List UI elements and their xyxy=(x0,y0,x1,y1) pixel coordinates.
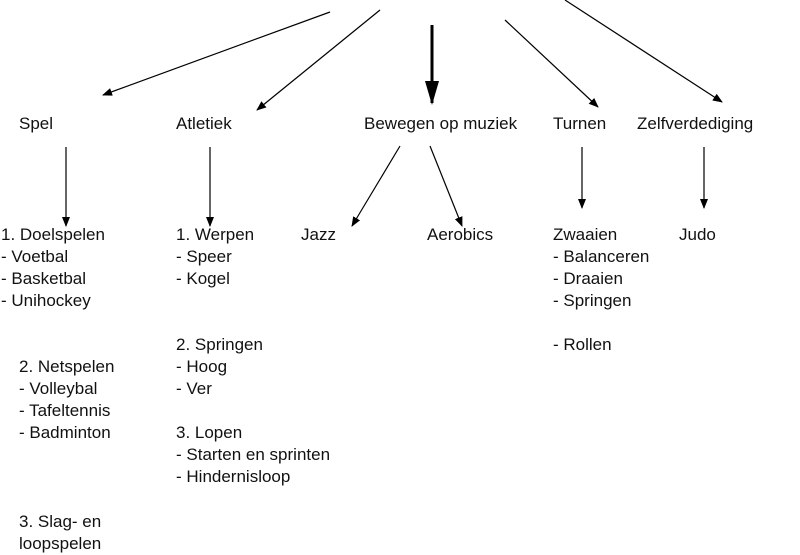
aerobics-label: Aerobics xyxy=(427,225,494,244)
slagspelen-title-line1: 3. Slag- en xyxy=(19,512,102,531)
list-item: - Unihockey xyxy=(1,291,91,310)
category-atletiek: Atletiek xyxy=(176,114,232,133)
zwaaien-title: Zwaaien xyxy=(553,225,618,244)
werpen-list: 1. Werpen - Speer - Kogel xyxy=(176,224,254,290)
springen-title: 2. Springen xyxy=(176,335,263,354)
judo-label: Judo xyxy=(679,225,716,244)
list-item: - Rollen xyxy=(553,335,612,354)
slagspelen-list: 3. Slag- en loopspelen xyxy=(19,511,101,555)
netspelen-list: 2. Netspelen - Volleybal - Tafeltennis -… xyxy=(19,356,114,444)
list-item: - Tafeltennis xyxy=(19,401,111,420)
list-item: - Balanceren xyxy=(553,247,650,266)
category-zelfverdediging: Zelfverdediging xyxy=(637,114,754,133)
list-item: - Badminton xyxy=(19,423,111,442)
category-spel: Spel xyxy=(19,114,54,133)
slagspelen-title-line2: loopspelen xyxy=(19,534,102,553)
list-item: - Hindernisloop xyxy=(176,467,291,486)
list-item: - Springen xyxy=(553,291,632,310)
arrow-muziek-to-aerobics xyxy=(429,145,463,227)
list-item: - Volleybal xyxy=(19,379,98,398)
list-item: - Hoog xyxy=(176,357,228,376)
list-item: - Ver xyxy=(176,379,212,398)
list-item: - Draaien xyxy=(553,269,623,288)
list-item: - Speer xyxy=(176,247,232,266)
list-item: - Starten en sprinten xyxy=(176,445,331,464)
netspelen-title: 2. Netspelen xyxy=(19,357,115,376)
arrow-root-to-spel xyxy=(102,11,331,96)
list-item: - Kogel xyxy=(176,269,230,288)
springen-list: 2. Springen - Hoog - Ver xyxy=(176,334,263,400)
lopen-list: 3. Lopen - Starten en sprinten - Hindern… xyxy=(176,422,330,488)
arrow-root-to-turnen xyxy=(504,19,599,108)
spel-list: 1. Doelspelen - Voetbal - Basketbal - Un… xyxy=(1,224,105,312)
arrow-root-to-atletiek xyxy=(256,9,381,111)
arrow-root-to-zelfverdediging xyxy=(564,0,723,103)
list-item: - Voetbal xyxy=(1,247,69,266)
category-turnen: Turnen xyxy=(553,114,607,133)
lopen-title: 3. Lopen xyxy=(176,423,243,442)
jazz-label: Jazz xyxy=(301,225,336,244)
arrow-muziek-to-jazz xyxy=(351,145,401,227)
turnen-list: Zwaaien - Balanceren - Draaien - Springe… xyxy=(553,224,649,356)
werpen-title: 1. Werpen xyxy=(176,225,255,244)
doelspelen-title: 1. Doelspelen xyxy=(1,225,105,244)
category-bewegen-op-muziek: Bewegen op muziek xyxy=(364,114,518,133)
list-gap xyxy=(553,312,649,334)
list-item: - Basketbal xyxy=(1,269,87,288)
